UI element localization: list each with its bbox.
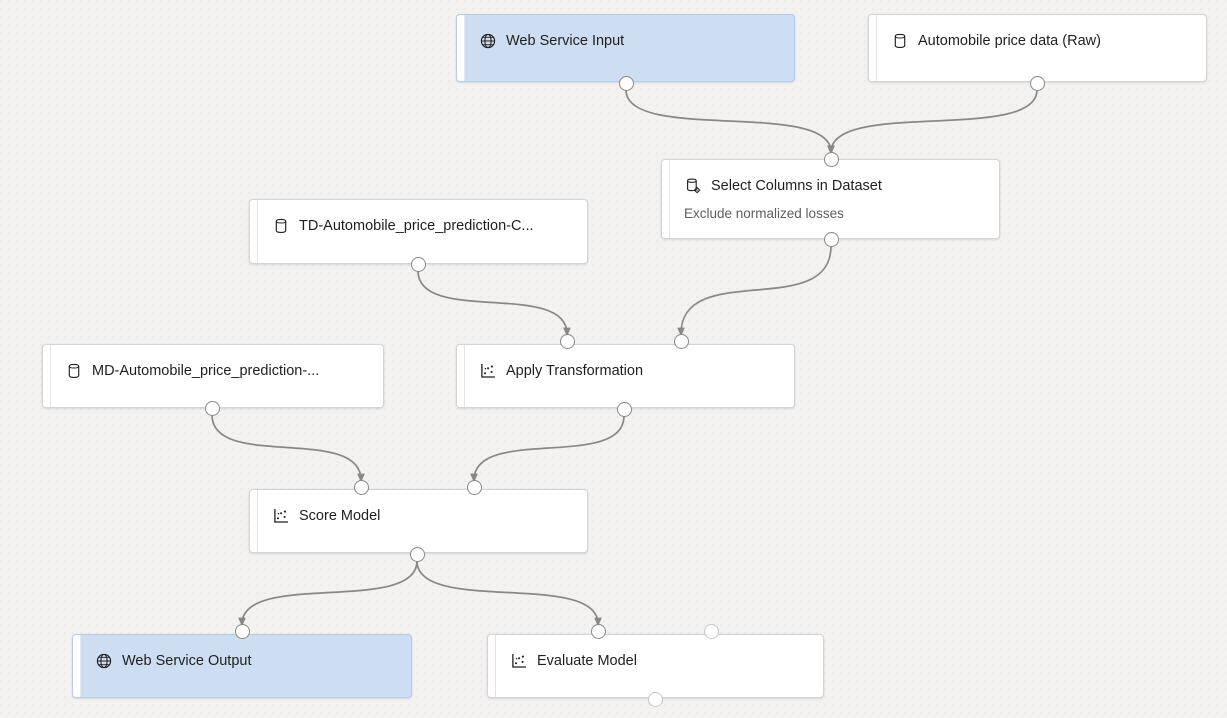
node-accent-bar [662,160,670,238]
node-title: Apply Transformation [506,363,644,379]
output-port-td-automobile-price-prediction-0[interactable] [410,256,426,272]
node-web-service-output[interactable]: Web Service Output [72,634,412,698]
node-title: TD-Automobile_price_prediction-C... [299,218,534,234]
edge-score-to-evaluate[interactable] [416,560,602,627]
node-td-automobile-price-prediction[interactable]: TD-Automobile_price_prediction-C... [249,199,588,264]
node-accent-bar [250,200,258,263]
node-body: Apply Transformation [465,345,794,407]
node-title-row: Web Service Output [95,651,401,671]
node-evaluate-model[interactable]: Evaluate Model [487,634,824,698]
node-title-row: Evaluate Model [510,651,813,671]
node-subtitle: Exclude normalized losses [684,206,844,221]
node-title-row: Automobile price data (Raw) [891,31,1196,51]
node-title-row: Score Model [272,506,577,526]
module-icon [274,508,288,523]
node-body: Web Service Input [465,15,794,81]
output-port-select-columns-in-dataset-0[interactable] [823,231,839,247]
input-port-apply-transformation-1[interactable] [673,333,689,349]
globe-icon [96,653,112,669]
globe-icon [480,33,496,49]
node-title: Automobile price data (Raw) [918,33,1101,49]
node-web-service-input[interactable]: Web Service Input [456,14,795,82]
module-icon [481,363,495,378]
dataset-icon [894,33,906,48]
dataset-settings-icon [687,178,701,194]
edge-md-to-score[interactable] [211,414,365,483]
module-icon [512,653,526,668]
node-apply-transformation[interactable]: Apply Transformation [456,344,795,408]
output-port-md-automobile-price-prediction-0[interactable] [204,400,220,416]
node-title-row: Web Service Input [479,31,784,51]
node-accent-bar [488,635,496,697]
dataset-icon [68,363,80,378]
output-port-apply-transformation-0[interactable] [616,401,632,417]
dataset-icon [275,218,287,233]
node-title-row: MD-Automobile_price_prediction-... [65,361,373,381]
input-port-evaluate-model-1[interactable] [703,623,719,639]
node-body: TD-Automobile_price_prediction-C... [258,200,587,263]
node-title-row: TD-Automobile_price_prediction-C... [272,216,577,236]
node-body: Evaluate Model [496,635,823,697]
input-port-score-model-1[interactable] [466,479,482,495]
node-accent-bar [73,635,81,697]
input-port-apply-transformation-0[interactable] [559,333,575,349]
output-port-score-model-0[interactable] [409,546,425,562]
output-port-automobile-price-data-raw-0[interactable] [1029,75,1045,91]
edge-select-to-apply[interactable] [677,245,832,337]
node-accent-bar [457,345,465,407]
edge-raw-to-select[interactable] [827,89,1038,155]
node-body: Automobile price data (Raw) [877,15,1206,81]
node-automobile-price-data-raw[interactable]: Automobile price data (Raw) [868,14,1207,82]
edge-td-to-apply[interactable] [417,270,571,337]
node-accent-bar [457,15,465,81]
node-title: MD-Automobile_price_prediction-... [92,363,320,379]
node-title: Select Columns in Dataset [711,178,882,194]
node-title: Web Service Output [122,653,252,669]
node-title-row: Apply Transformation [479,361,784,381]
node-accent-bar [250,490,258,552]
node-body: Web Service Output [81,635,411,697]
edge-apply-to-score[interactable] [470,415,625,483]
node-md-automobile-price-prediction[interactable]: MD-Automobile_price_prediction-... [42,344,384,408]
node-title: Evaluate Model [537,653,637,669]
input-port-score-model-0[interactable] [353,479,369,495]
edge-score-to-wso[interactable] [238,560,418,627]
node-body: Score Model [258,490,587,552]
node-accent-bar [869,15,877,81]
node-accent-bar [43,345,51,407]
input-port-evaluate-model-0[interactable] [590,623,606,639]
node-title-row: Select Columns in Dataset [684,176,989,196]
node-title: Web Service Input [506,33,625,49]
output-port-evaluate-model-0[interactable] [647,691,663,707]
output-port-web-service-input-0[interactable] [618,75,634,91]
node-body: MD-Automobile_price_prediction-... [51,345,383,407]
input-port-select-columns-in-dataset-0[interactable] [823,151,839,167]
edge-wsi-to-select[interactable] [625,89,835,155]
node-title: Score Model [299,508,381,524]
input-port-web-service-output-0[interactable] [234,623,250,639]
node-score-model[interactable]: Score Model [249,489,588,553]
